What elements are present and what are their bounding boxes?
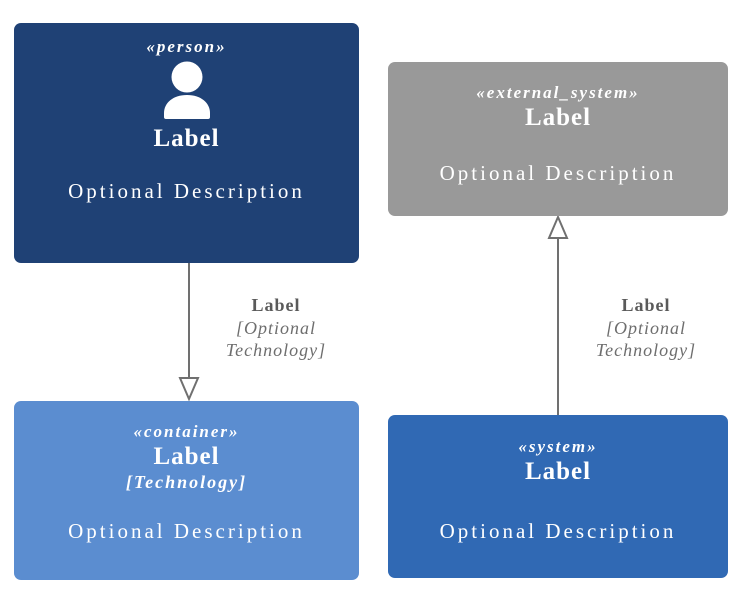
arrowhead-down-icon <box>178 377 200 402</box>
node-external-system-description: Optional Description <box>439 161 677 185</box>
node-system-stereotype: «system» <box>518 437 598 456</box>
node-container[interactable]: «container» Label [Technology] Optional … <box>14 401 359 580</box>
edge-label-title: Label <box>621 295 671 315</box>
edge-label-technology-line-1: [Optional <box>235 317 316 338</box>
node-system-label: Label <box>524 458 592 485</box>
edge-label-technology-line-1: [Optional <box>605 317 686 338</box>
node-container-label: Label <box>153 443 220 470</box>
node-person-description: Optional Description <box>68 179 305 203</box>
node-person[interactable]: «person» Label Optional Description <box>14 23 359 263</box>
edge-label-technology-line-2: Technology] <box>595 340 697 360</box>
node-external-system[interactable]: «external_system» Label Optional Descrip… <box>388 62 728 216</box>
node-person-stereotype: «person» <box>146 37 227 56</box>
edge-label-technology-line-2: Technology] <box>225 340 327 360</box>
node-container-description: Optional Description <box>68 519 305 543</box>
edge-system-to-external-system[interactable] <box>547 214 569 415</box>
person-icon <box>163 61 210 119</box>
node-container-stereotype: «container» <box>133 422 240 441</box>
node-system[interactable]: «system» Label Optional Description <box>388 415 728 578</box>
node-system-description: Optional Description <box>439 519 677 543</box>
edge-label-system-to-external-system: Label [Optional Technology] <box>566 294 726 362</box>
edge-label-person-to-container: Label [Optional Technology] <box>196 294 356 362</box>
edge-label-title: Label <box>251 295 301 315</box>
node-container-technology: [Technology] <box>125 472 248 492</box>
node-external-system-stereotype: «external_system» <box>476 83 640 102</box>
node-person-label: Label <box>153 125 220 152</box>
node-external-system-label: Label <box>524 104 592 131</box>
arrowhead-up-icon <box>547 214 569 239</box>
